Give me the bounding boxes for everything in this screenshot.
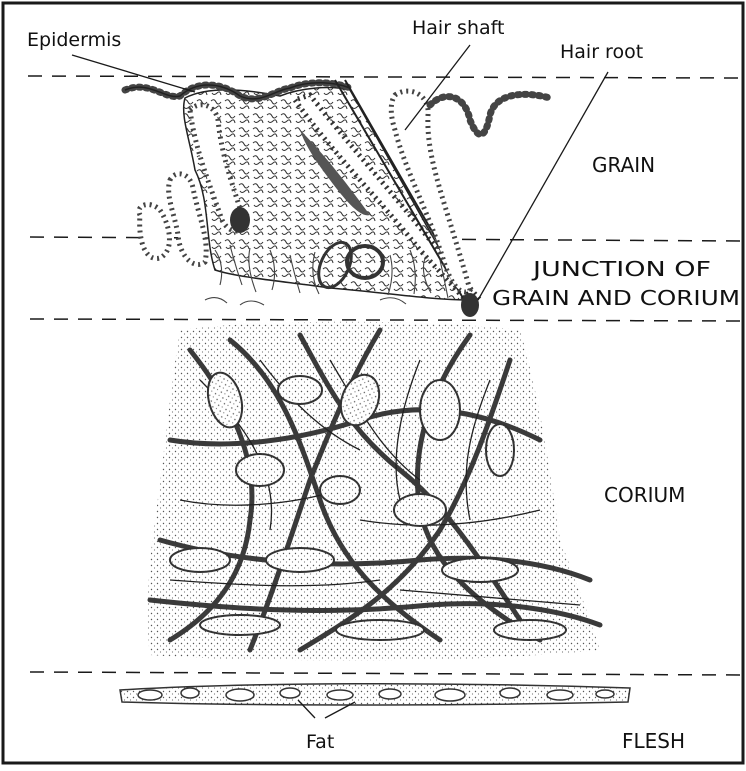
corium-tissue bbox=[148, 322, 600, 661]
grain-tissue bbox=[125, 80, 550, 317]
label-epidermis: Epidermis bbox=[27, 29, 121, 51]
boundary-corium-flesh bbox=[30, 672, 742, 675]
hair-root-bulb bbox=[461, 293, 479, 317]
zone-label-junction-line2: GRAIN AND CORIUM bbox=[492, 286, 740, 310]
boundary-junction-corium bbox=[30, 319, 742, 321]
label-hair-shaft: Hair shaft bbox=[412, 17, 504, 39]
leader-hair-shaft bbox=[405, 45, 470, 130]
zone-label-grain: GRAIN bbox=[592, 153, 655, 177]
epidermis-right-curl bbox=[430, 94, 550, 134]
label-fat: Fat bbox=[306, 731, 334, 753]
zone-label-flesh: FLESH bbox=[622, 729, 685, 753]
gland-left-2 bbox=[169, 174, 207, 265]
flesh-fat-layer bbox=[120, 684, 630, 705]
boundary-top-of-grain bbox=[28, 76, 742, 78]
zone-label-junction-line1: JUNCTION OF bbox=[530, 257, 711, 281]
gland-left-1 bbox=[139, 205, 169, 259]
label-hair-root: Hair root bbox=[560, 41, 643, 63]
gland-bulb bbox=[230, 207, 250, 233]
zone-label-corium: CORIUM bbox=[604, 483, 685, 507]
